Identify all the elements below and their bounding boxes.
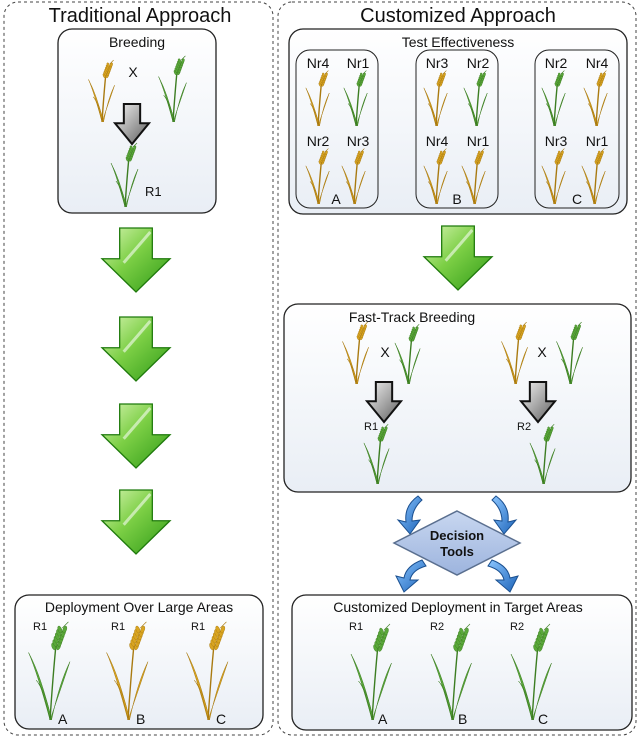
large-area-plant-b-area: B — [136, 711, 145, 727]
fast-track-1-parent-yellow — [342, 321, 369, 385]
target-area-plant-a-area: A — [378, 711, 388, 727]
target-area-plant-b-tag: R2 — [430, 621, 444, 633]
traditional-column-border — [3, 1, 274, 736]
test-effectiveness-title: Test Effectiveness — [402, 34, 515, 50]
breeding-result-label: R1 — [145, 184, 162, 199]
large-area-plant-b-tag: R1 — [111, 621, 125, 633]
test-c-area-label: C — [572, 191, 582, 207]
decision-tools-line-1: Decision — [430, 528, 484, 543]
breeding-parent-green — [158, 55, 187, 123]
fast-track-2-gray-arrow — [518, 381, 558, 424]
fast-track-1-cross-x: X — [380, 344, 390, 360]
large-area-deployment-box — [14, 594, 264, 730]
test-a-cell-2-plant — [343, 70, 368, 127]
test-group-a-box — [295, 49, 379, 209]
curved-arrow-top-right — [491, 495, 518, 535]
fast-track-2-result-label: R2 — [517, 421, 531, 433]
test-b-cell-2-plant — [463, 70, 488, 127]
fast-track-title: Fast-Track Breeding — [349, 309, 475, 325]
green-arrow-4 — [100, 489, 172, 555]
fast-track-2-parent-green — [556, 321, 583, 385]
green-arrow-3 — [100, 403, 172, 469]
large-area-plant-c — [186, 621, 229, 721]
test-c-cell-4-plant — [581, 148, 606, 205]
breeding-parent-yellow — [88, 59, 115, 123]
breeding-gray-arrow — [112, 103, 152, 146]
green-arrow-1 — [100, 227, 172, 293]
large-area-plant-c-area: C — [216, 711, 226, 727]
target-area-plant-c — [510, 623, 552, 721]
fast-track-box — [283, 303, 632, 493]
breeding-cross-x: X — [128, 64, 138, 80]
customized-column-border — [277, 1, 637, 736]
large-area-plant-a-area: A — [58, 711, 68, 727]
test-a-area-label: A — [331, 191, 341, 207]
test-group-b-box — [415, 49, 499, 209]
test-b-area-label: B — [452, 191, 461, 207]
fast-track-1-offspring — [363, 424, 390, 485]
target-area-deployment-title: Customized Deployment in Target Areas — [333, 599, 583, 615]
large-area-plant-a-tag: R1 — [33, 621, 47, 633]
fast-track-1-result-label: R1 — [364, 421, 378, 433]
test-c-cell-3-plant — [541, 148, 566, 205]
test-b-cell-4-plant — [461, 148, 486, 205]
test-b-cell-1-plant — [423, 70, 448, 127]
test-c-cell-2-plant — [583, 70, 608, 127]
fast-track-2-parent-yellow — [501, 321, 528, 385]
fast-track-1-parent-green — [394, 324, 421, 385]
test-b-cell-1-label: Nr3 — [426, 55, 449, 71]
test-c-cell-1-label: Nr2 — [545, 55, 568, 71]
breeding-title: Breeding — [109, 34, 165, 50]
target-area-plant-c-area: C — [538, 711, 548, 727]
test-a-cell-4-label: Nr3 — [347, 133, 370, 149]
test-a-cell-4-plant — [341, 148, 366, 205]
test-group-c-box — [534, 49, 620, 209]
test-b-cell-3-label: Nr4 — [426, 133, 449, 149]
decision-tools-diamond — [392, 510, 522, 576]
fast-track-2-offspring — [529, 424, 556, 485]
test-c-cell-2-label: Nr4 — [586, 55, 609, 71]
test-a-cell-3-label: Nr2 — [307, 133, 330, 149]
customized-title: Customized Approach — [360, 5, 556, 27]
test-effectiveness-box — [288, 28, 628, 215]
large-area-plant-a — [28, 621, 71, 721]
test-a-cell-1-label: Nr4 — [307, 55, 330, 71]
green-arrow-2 — [100, 316, 172, 382]
target-area-plant-a-tag: R1 — [349, 621, 363, 633]
test-b-cell-4-label: Nr1 — [467, 133, 490, 149]
target-area-plant-b — [430, 623, 472, 721]
curved-arrow-bottom-left — [395, 559, 427, 593]
target-area-plant-a — [350, 623, 392, 721]
curved-arrow-bottom-right — [487, 559, 519, 593]
fast-track-2-cross-x: X — [537, 344, 547, 360]
test-b-cell-3-plant — [423, 148, 448, 205]
traditional-title: Traditional Approach — [49, 5, 232, 27]
green-arrow-to-fast-track — [422, 225, 494, 291]
test-a-cell-2-label: Nr1 — [347, 55, 370, 71]
test-c-cell-3-label: Nr3 — [545, 133, 568, 149]
test-a-cell-1-plant — [305, 70, 330, 127]
target-area-deployment-box — [291, 594, 633, 731]
breeding-offspring-green — [110, 142, 139, 208]
test-b-cell-2-label: Nr2 — [467, 55, 490, 71]
target-area-plant-c-tag: R2 — [510, 621, 524, 633]
test-c-cell-4-label: Nr1 — [586, 133, 609, 149]
large-area-deployment-title: Deployment Over Large Areas — [45, 599, 233, 615]
large-area-plant-c-tag: R1 — [191, 621, 205, 633]
large-area-plant-b — [106, 621, 149, 721]
fast-track-1-gray-arrow — [364, 381, 404, 424]
target-area-plant-b-area: B — [458, 711, 467, 727]
curved-arrow-top-left — [396, 495, 423, 535]
decision-tools-line-2: Tools — [440, 544, 474, 559]
test-c-cell-1-plant — [541, 70, 566, 127]
test-a-cell-3-plant — [305, 148, 330, 205]
